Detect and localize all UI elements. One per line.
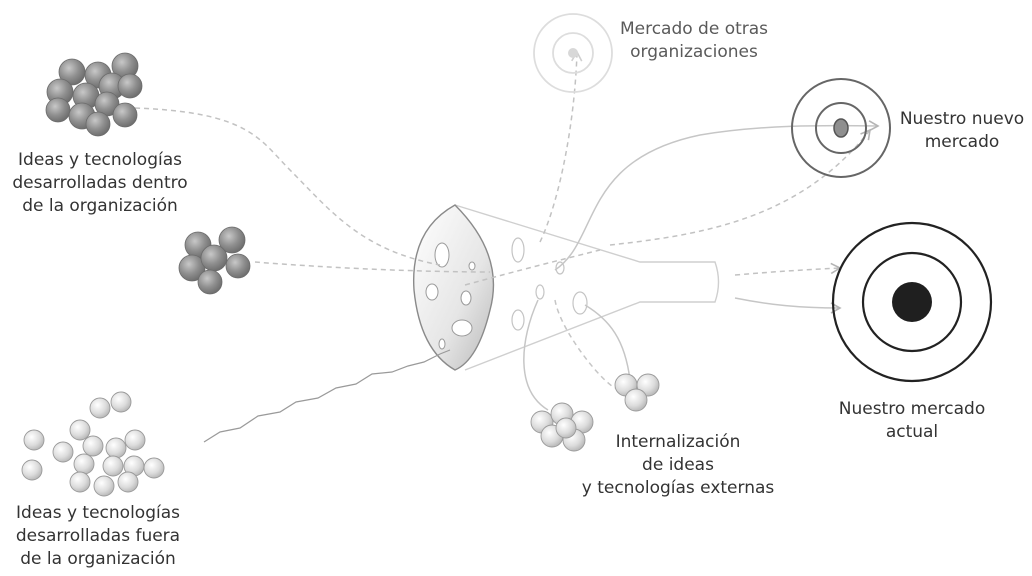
outside-ideas-label: Ideas y tecnologías desarrolladas fuera …: [15, 503, 181, 569]
external-path: [203, 349, 451, 443]
new-market-target: [791, 78, 891, 178]
other-markets-label: Mercado de otras organizaciones: [619, 19, 769, 62]
new-market-label: Nuestro nuevo mercado: [899, 109, 1025, 152]
funnel: [412, 204, 720, 371]
current-market-label: Nuestro mercado actual: [838, 399, 986, 442]
external-ideas-cluster: [21, 391, 165, 497]
current-market-target: [831, 221, 993, 383]
new-market-core: [833, 118, 849, 138]
current-market-core: [892, 282, 932, 322]
internal-ideas-cluster-small: [178, 226, 251, 295]
internal-ideas-cluster: [45, 52, 143, 137]
internalization-cluster: [530, 373, 660, 452]
internalization-label: Internalización de ideas y tecnologías e…: [581, 432, 775, 498]
solid-paths: [523, 120, 880, 411]
other-markets-target: [533, 13, 613, 93]
funnel-mouth: [412, 204, 495, 371]
internal-paths: [134, 50, 872, 286]
inside-ideas-label: Ideas y tecnologías desarrolladas dentro…: [12, 150, 188, 216]
